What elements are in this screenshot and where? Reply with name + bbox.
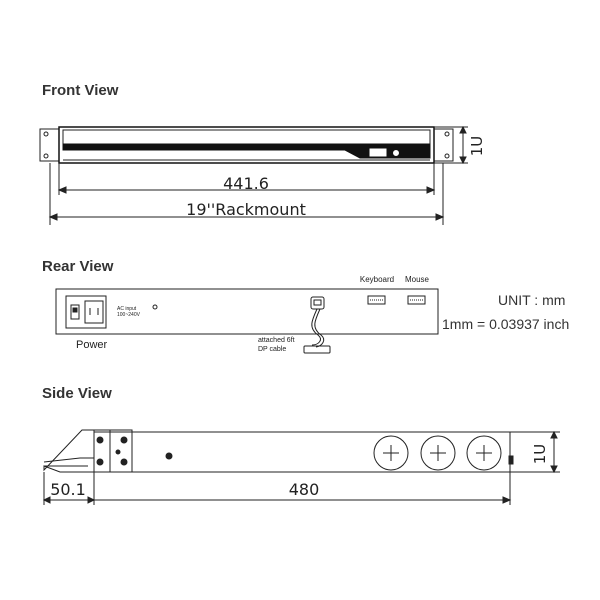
dp-cable-connector [310,296,325,310]
front-power-button [393,150,399,156]
power-inlet [65,295,107,329]
bracket-screw-3 [96,458,104,466]
dp-cable-label-line1: attached 6ft [258,337,295,344]
rear-view-drawing [55,288,439,354]
rear-view-title: Rear View [42,258,114,275]
front-bezel [62,143,431,159]
side-height-label: 1U [531,444,549,465]
side-fan-3 [466,435,502,471]
front-left-ear-hole-bottom [43,153,49,159]
side-chassis [93,431,511,473]
power-socket [84,300,104,324]
side-view-drawing [42,429,560,505]
side-fan-2 [420,435,456,471]
bracket-screw-1 [96,436,104,444]
side-fan-1 [373,435,409,471]
ac-input-label: AC input [117,306,137,312]
side-mount-bracket [93,429,133,473]
unit-conversion: 1mm = 0.03937 inch [442,316,570,332]
bracket-screw-2 [120,436,128,444]
front-right-rack-ear [433,128,454,162]
front-chassis-lid [62,129,431,145]
front-display-slot [369,148,387,157]
power-switch [70,304,80,320]
front-rackmount-dimension: 19''Rackmount [186,200,306,219]
front-right-ear-hole-top [444,131,450,137]
side-length-dimension: 480 [289,480,320,499]
side-view-title: Side View [42,385,112,402]
dp-cable [311,308,321,346]
front-view-title: Front View [42,82,119,99]
dp-cable-plug [303,345,331,354]
front-width-dimension: 441.6 [223,174,269,193]
side-front-dimension: 50.1 [50,480,86,499]
power-label: Power [76,339,108,351]
mouse-port [407,295,426,305]
ac-input-voltage: 100~240V [117,312,141,318]
front-view-drawing [39,125,468,225]
front-height-label: 1U [468,136,486,157]
ground-screw-icon [152,304,158,310]
side-screw [165,452,173,460]
front-right-ear-hole-bottom [444,153,450,159]
mouse-label: Mouse [405,275,430,284]
front-left-ear-hole-top [43,131,49,137]
unit-label: UNIT : mm [498,292,566,308]
keyboard-label: Keyboard [360,275,394,284]
bracket-screw-4 [120,458,128,466]
dp-cable-label-line2: DP cable [258,346,286,353]
keyboard-port [367,295,386,305]
front-left-rack-ear [39,128,60,162]
